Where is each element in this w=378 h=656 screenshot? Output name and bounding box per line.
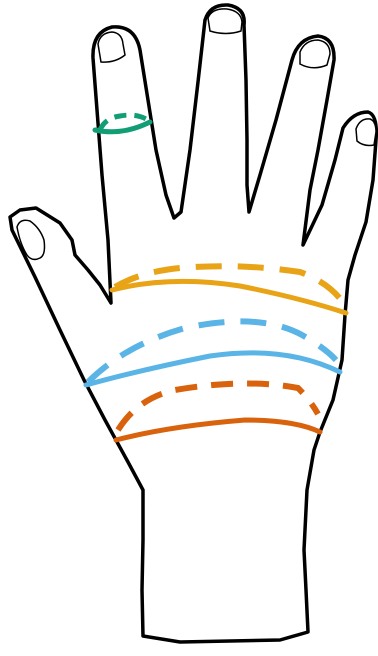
palm-middle-dashed <box>85 318 339 385</box>
palm-middle-solid <box>83 350 343 388</box>
little-finger-nail <box>355 118 377 147</box>
thumb-nail <box>16 219 46 261</box>
palm-upper-solid <box>109 278 349 316</box>
index-finger-nail <box>97 31 126 63</box>
finger-ring-solid <box>92 119 153 135</box>
finger-ring-dashed <box>97 112 150 132</box>
palm-lower-dashed <box>115 380 321 432</box>
palm-upper-dashed <box>113 263 348 307</box>
palm-lower-solid <box>113 417 323 443</box>
ring-finger-nail <box>299 39 331 69</box>
middle-finger-nail <box>207 8 243 35</box>
